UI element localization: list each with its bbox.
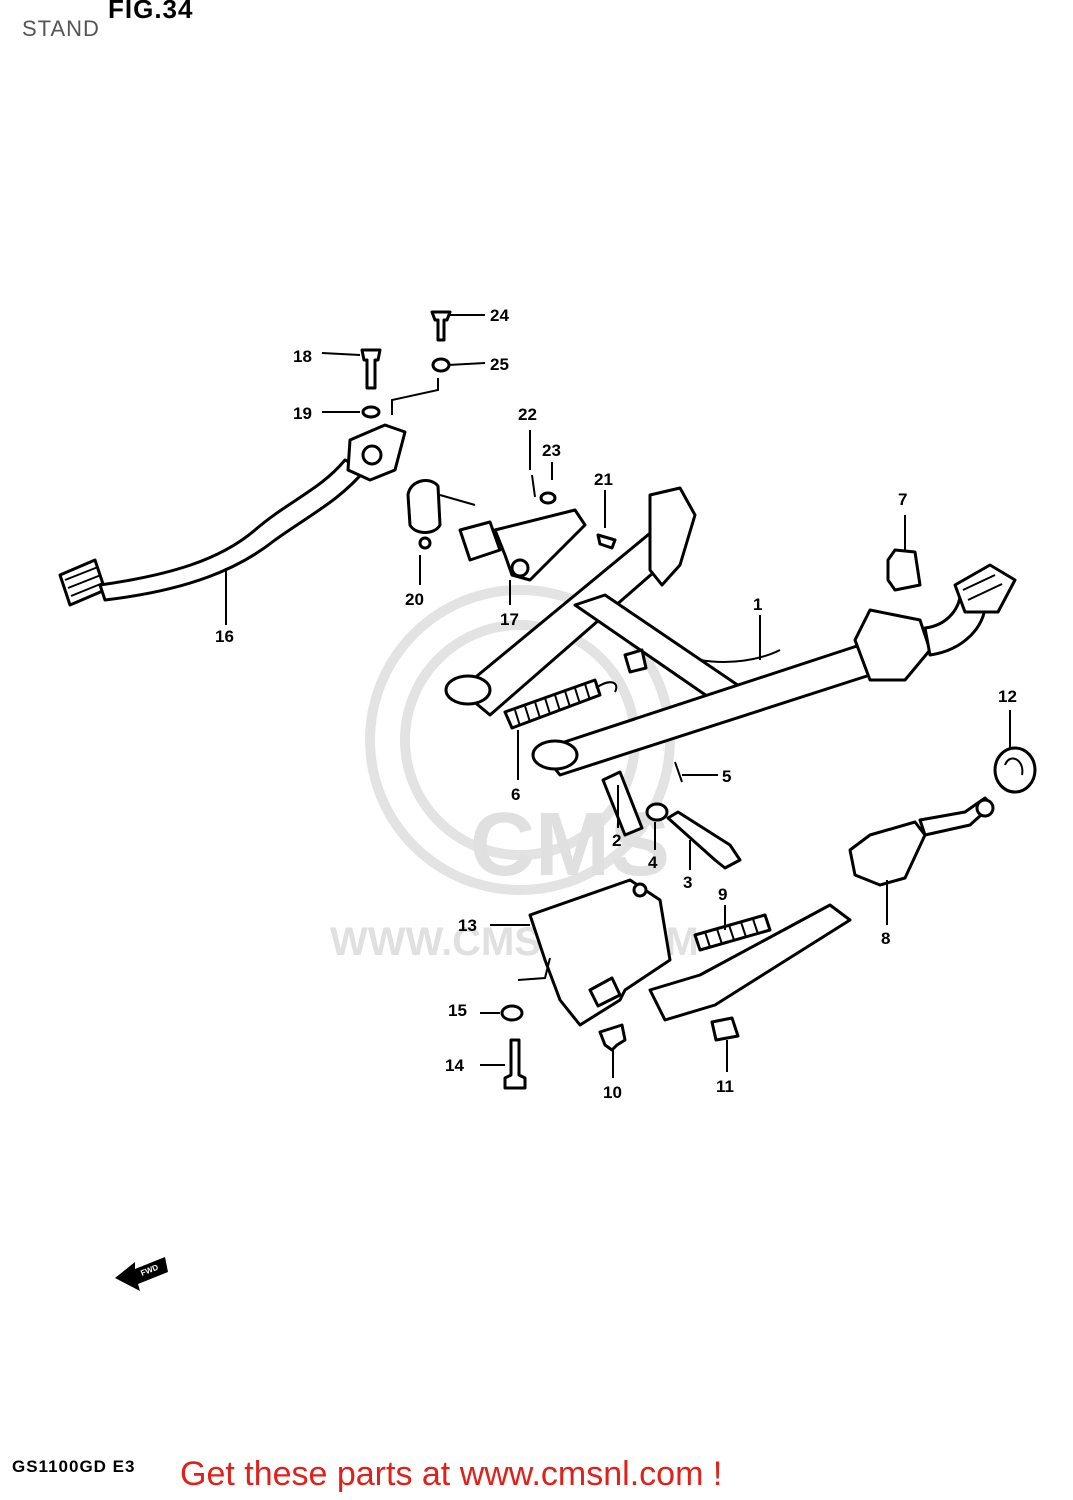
- callout-5: 5: [722, 767, 731, 786]
- part-fasteners[interactable]: [500, 1004, 740, 1090]
- part-center-stand[interactable]: [444, 486, 1017, 777]
- callout-1: 1: [753, 595, 762, 614]
- section-title: STAND: [22, 16, 100, 41]
- part-arm-bolt[interactable]: [531, 474, 617, 550]
- parts-link[interactable]: Get these parts at www.cmsnl.com !: [180, 1455, 723, 1493]
- callout-22: 22: [518, 405, 537, 424]
- part-side-stand-bracket[interactable]: [528, 878, 672, 1027]
- part-switch-arm[interactable]: [458, 508, 587, 582]
- callout-20: 20: [405, 590, 424, 609]
- part-brake-pedal[interactable]: [58, 423, 407, 607]
- part-side-stand[interactable]: [648, 796, 995, 1022]
- part-stopper[interactable]: [886, 548, 922, 592]
- callout-14: 14: [445, 1056, 464, 1075]
- part-stand-spring[interactable]: [503, 678, 618, 730]
- part-side-stand-spring[interactable]: [693, 913, 772, 952]
- callout-2: 2: [612, 831, 621, 850]
- callout-21: 21: [594, 470, 613, 489]
- part-pivot-set[interactable]: [601, 761, 742, 870]
- callout-24: 24: [490, 306, 509, 325]
- callout-7: 7: [898, 490, 907, 509]
- callout-13: 13: [458, 916, 477, 935]
- part-small-bolt[interactable]: [430, 310, 452, 373]
- part-pedal-bolt[interactable]: [360, 348, 382, 419]
- callout-25: 25: [490, 355, 509, 374]
- callout-19: 19: [293, 404, 312, 423]
- callout-8: 8: [881, 929, 890, 948]
- leader-lines: [225, 314, 1011, 1078]
- callout-18: 18: [293, 347, 312, 366]
- callout-6: 6: [511, 785, 520, 804]
- figure-number: FIG.34: [108, 0, 194, 24]
- callout-9: 9: [718, 885, 727, 904]
- callout-23: 23: [542, 441, 561, 460]
- callout-15: 15: [448, 1001, 467, 1020]
- callout-labels: 24 25 18 19 22 23 21 20 17 16 7 1 12 6 5…: [215, 306, 1017, 1102]
- callout-16: 16: [215, 627, 234, 646]
- callout-17: 17: [500, 610, 519, 629]
- callout-12: 12: [998, 687, 1017, 706]
- callout-10: 10: [603, 1083, 622, 1102]
- part-spring-clamp[interactable]: [406, 479, 476, 550]
- forward-arrow-icon: FWD: [115, 1257, 168, 1291]
- callout-4: 4: [648, 853, 658, 872]
- model-code: GS1100GD E3: [12, 1457, 136, 1476]
- part-rubber-cap[interactable]: [993, 746, 1037, 794]
- callout-11: 11: [716, 1077, 734, 1096]
- callout-3: 3: [683, 873, 692, 892]
- watermark-brand: CMS: [470, 795, 670, 895]
